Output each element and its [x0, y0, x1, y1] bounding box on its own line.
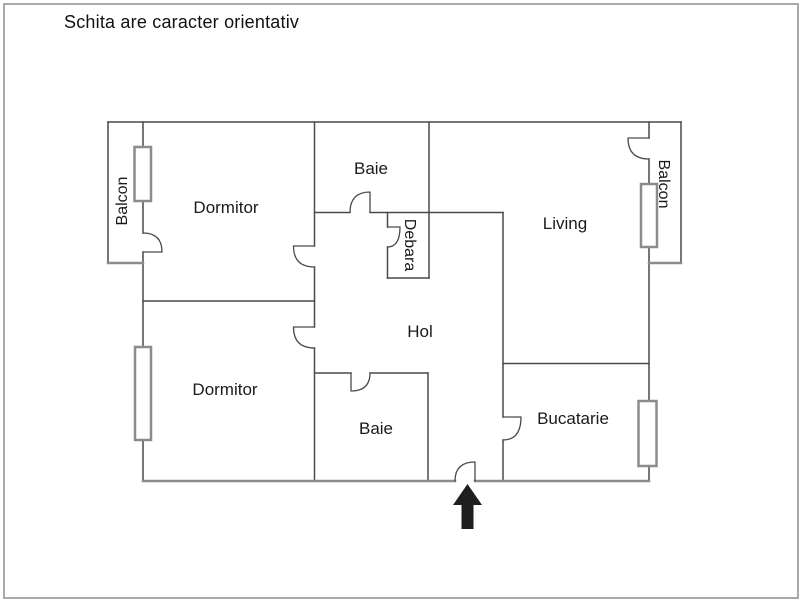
door-dormitor-bottom — [292, 326, 316, 349]
windows — [133, 145, 659, 468]
door-debara — [386, 226, 401, 248]
window-balcon-left — [133, 145, 153, 203]
window-balcon-right — [639, 182, 659, 249]
room-label-debara: Debara — [401, 218, 418, 272]
walls — [107, 121, 682, 482]
room-label-baie-bottom: Baie — [358, 419, 394, 438]
door-balcon-right — [627, 137, 650, 160]
door-baie-top — [349, 191, 371, 214]
room-label-balcon-left: Balcon — [114, 176, 131, 226]
room-label-dormitor-top: Dormitor — [193, 198, 259, 217]
room-label-balcon-right: Balcon — [655, 159, 672, 209]
entrance-arrow-icon — [453, 484, 482, 529]
room-label-hol: Hol — [407, 322, 433, 341]
door-balcon-left — [142, 232, 163, 253]
door-dormitor-top — [292, 245, 316, 268]
door-baie-bottom — [350, 372, 371, 392]
window-dormitor-bottom — [133, 345, 153, 442]
light-walls — [106, 261, 683, 483]
page-title: Schita are caracter orientativ — [64, 12, 300, 32]
room-label-living: Living — [542, 214, 588, 233]
door-entrance — [454, 461, 476, 482]
room-label-dormitor-bottom: Dormitor — [192, 380, 258, 399]
room-label-baie-top: Baie — [353, 159, 389, 178]
doors — [142, 137, 650, 482]
door-bucatarie — [502, 416, 522, 441]
room-label-bucatarie: Bucatarie — [537, 409, 609, 428]
window-bucatarie — [637, 399, 658, 468]
